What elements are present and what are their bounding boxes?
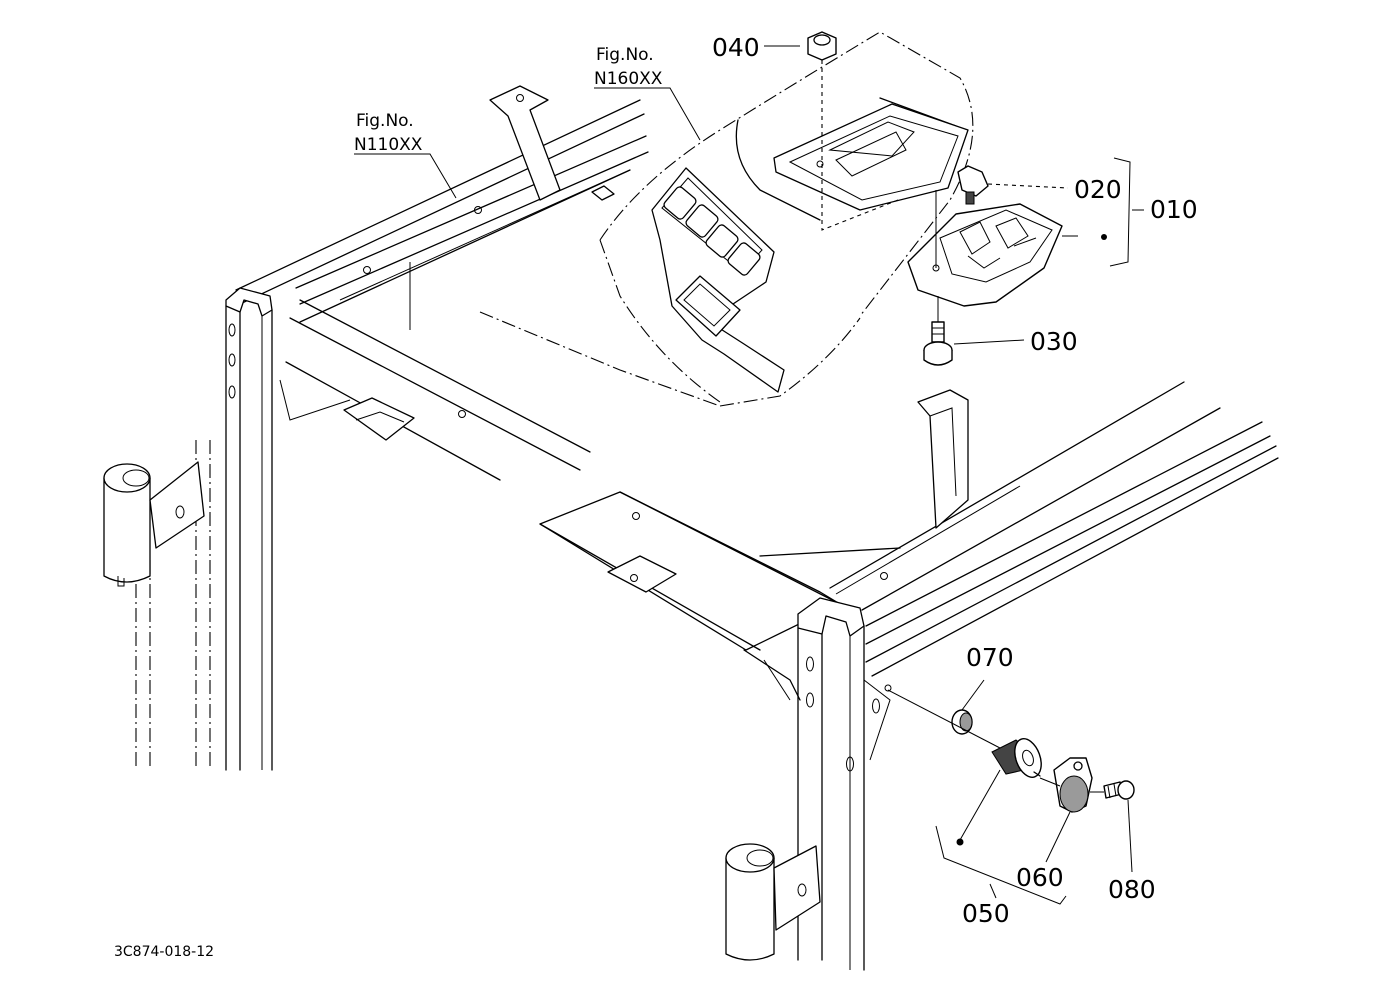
part-070-grommet xyxy=(951,709,973,735)
switch-panel xyxy=(651,167,785,393)
front-top-beam xyxy=(539,491,901,701)
rear-beam-bracket xyxy=(489,85,615,201)
part-010-room-lamp xyxy=(907,203,1063,307)
callout-080: 080 xyxy=(1108,875,1156,904)
part-050-door-switch xyxy=(991,738,1042,778)
right-socket xyxy=(725,843,821,961)
part-060-cap xyxy=(1053,757,1093,813)
callout-060: 060 xyxy=(1016,863,1064,892)
reference-right: Fig.No. N160XX xyxy=(594,45,663,89)
callout-040: 040 xyxy=(712,33,760,62)
right-side-beam xyxy=(829,381,1279,677)
part-080-screw xyxy=(1103,780,1135,800)
reference-right-label: Fig.No. xyxy=(596,45,654,65)
part-030-bolt xyxy=(923,321,953,366)
lamp-recess xyxy=(773,103,969,211)
drawing-code: 3C874-018-12 xyxy=(114,944,214,960)
left-post xyxy=(135,287,273,771)
callout-030: 030 xyxy=(1030,327,1078,356)
reference-left: Fig.No. N110XX xyxy=(354,111,423,155)
callout-010: 010 xyxy=(1150,195,1198,224)
callout-050: 050 xyxy=(962,899,1010,928)
rear-top-beam xyxy=(235,99,649,330)
center-bracket xyxy=(917,389,969,529)
callout-070: 070 xyxy=(966,643,1014,672)
reference-left-label: Fig.No. xyxy=(356,111,414,131)
left-socket xyxy=(103,461,205,587)
reference-left-number: N110XX xyxy=(354,135,423,155)
left-side-rail xyxy=(279,299,591,481)
part-020-bulb xyxy=(957,165,989,205)
leader-lines xyxy=(354,45,1144,905)
reference-right-number: N160XX xyxy=(594,69,663,89)
right-post xyxy=(797,597,892,971)
callout-020: 020 xyxy=(1074,175,1122,204)
part-040-nut xyxy=(807,31,837,61)
